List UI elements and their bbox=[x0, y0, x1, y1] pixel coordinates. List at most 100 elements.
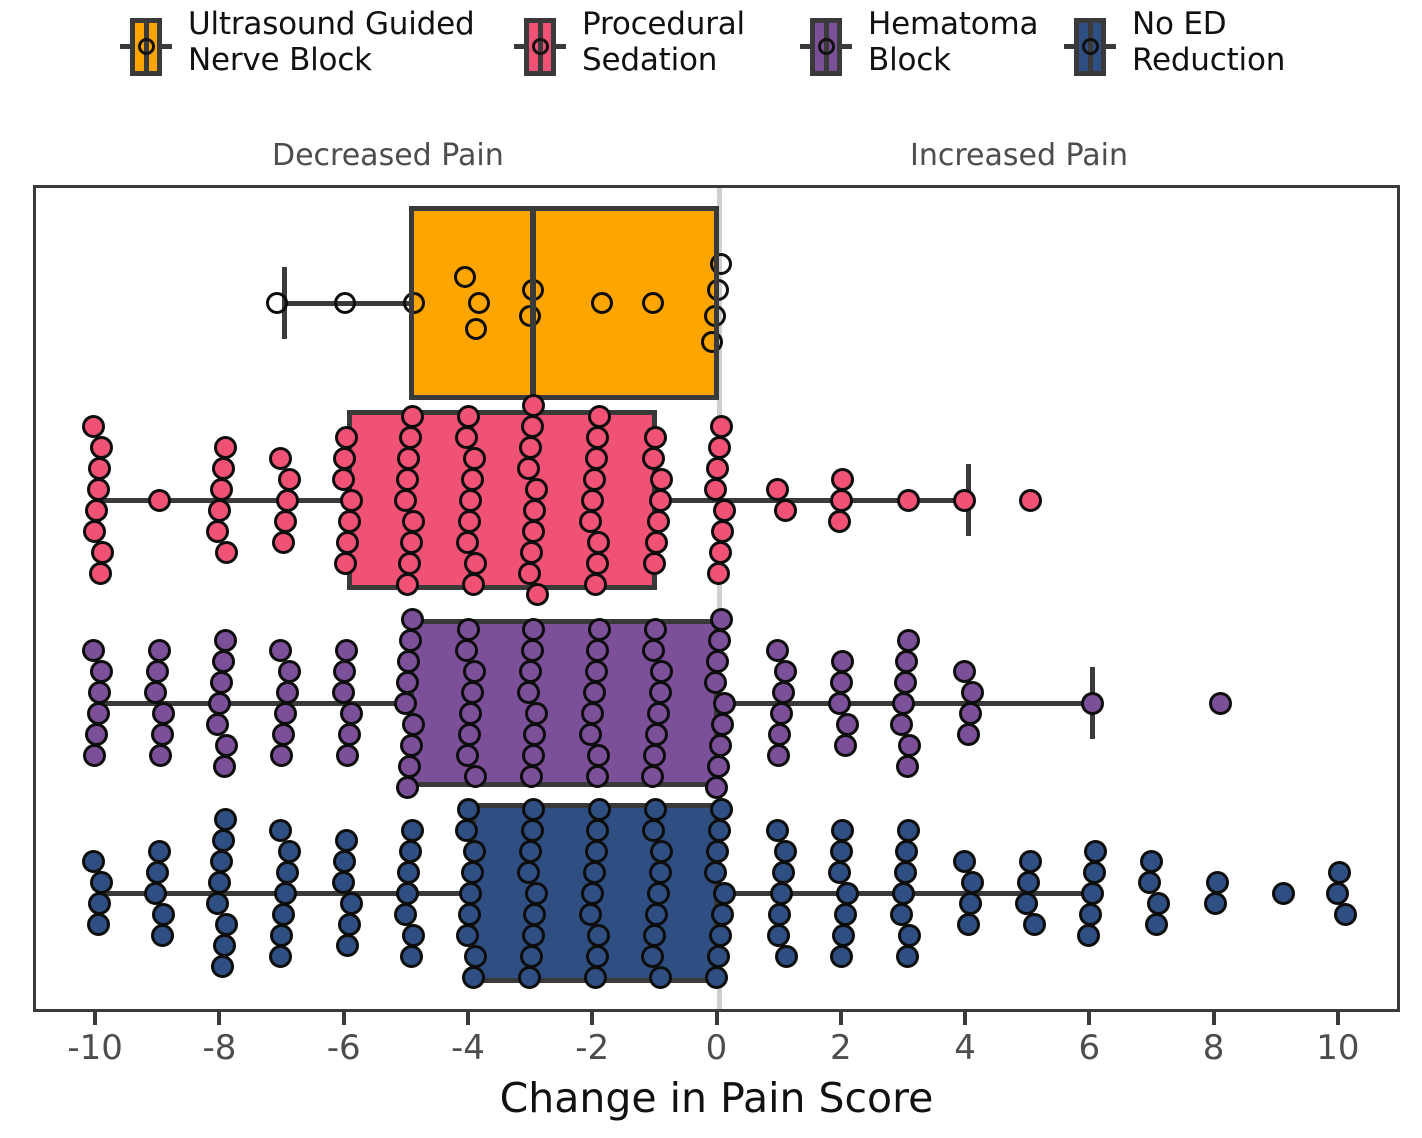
data-point bbox=[644, 797, 668, 821]
data-point bbox=[588, 404, 612, 428]
data-point bbox=[521, 923, 545, 947]
data-point bbox=[90, 660, 114, 683]
x-tick-label: -4 bbox=[451, 1028, 485, 1068]
data-point bbox=[641, 944, 665, 968]
legend-item-1[interactable]: Procedural Sedation bbox=[512, 6, 745, 84]
data-point bbox=[831, 649, 855, 673]
data-point bbox=[708, 923, 732, 947]
data-point bbox=[644, 530, 668, 554]
data-point bbox=[400, 733, 424, 757]
data-point bbox=[771, 681, 795, 704]
data-point bbox=[339, 488, 363, 512]
legend-item-2[interactable]: Hematoma Block bbox=[798, 6, 1038, 84]
data-point bbox=[82, 850, 106, 873]
data-point bbox=[898, 923, 921, 947]
data-point bbox=[834, 733, 858, 757]
data-point bbox=[895, 839, 919, 863]
data-point bbox=[646, 702, 670, 725]
x-tick-label: 4 bbox=[954, 1028, 976, 1068]
x-tick-mark bbox=[1211, 1012, 1216, 1025]
data-point bbox=[1080, 881, 1104, 905]
data-point bbox=[335, 639, 359, 662]
data-point bbox=[401, 509, 425, 533]
data-point bbox=[467, 292, 490, 314]
data-point bbox=[952, 488, 976, 512]
data-point bbox=[829, 839, 853, 863]
data-point bbox=[210, 670, 233, 694]
x-tick-label: -6 bbox=[326, 1028, 361, 1068]
data-point bbox=[959, 702, 983, 725]
data-point bbox=[144, 881, 168, 905]
data-point bbox=[582, 467, 606, 491]
data-point bbox=[707, 562, 731, 585]
data-point bbox=[331, 467, 355, 491]
data-point bbox=[891, 881, 915, 905]
data-point bbox=[644, 618, 668, 641]
data-point bbox=[91, 541, 115, 564]
data-point bbox=[648, 488, 672, 512]
data-point bbox=[150, 723, 174, 746]
data-point bbox=[84, 723, 108, 746]
chart-legend: Ultrasound Guided Nerve Block Procedural … bbox=[0, 6, 1422, 116]
data-point bbox=[710, 253, 733, 275]
data-point bbox=[272, 530, 296, 554]
legend-item-label: No ED Reduction bbox=[1132, 6, 1286, 78]
data-point bbox=[768, 723, 792, 746]
data-point bbox=[214, 541, 238, 564]
data-point bbox=[712, 691, 736, 715]
data-point bbox=[273, 509, 297, 533]
legend-boxplot-icon bbox=[118, 6, 174, 84]
data-point bbox=[518, 305, 541, 327]
data-point bbox=[835, 881, 859, 905]
data-point bbox=[333, 660, 357, 683]
data-point bbox=[827, 860, 851, 884]
data-point bbox=[331, 681, 355, 704]
data-point bbox=[704, 670, 728, 694]
data-point bbox=[214, 913, 238, 936]
data-point bbox=[957, 723, 981, 746]
data-point bbox=[1138, 871, 1162, 894]
data-point bbox=[710, 902, 734, 926]
x-tick-mark bbox=[838, 1012, 843, 1025]
legend-item-3[interactable]: No ED Reduction bbox=[1062, 6, 1285, 84]
data-point bbox=[82, 415, 106, 438]
data-point bbox=[773, 660, 797, 683]
data-point bbox=[148, 744, 172, 767]
data-point bbox=[952, 660, 976, 683]
plot-area bbox=[36, 188, 1397, 1009]
data-point bbox=[708, 541, 732, 564]
data-point bbox=[644, 902, 668, 926]
data-point bbox=[147, 488, 171, 512]
data-point bbox=[146, 860, 170, 884]
data-point bbox=[706, 457, 730, 480]
x-tick-mark bbox=[590, 1012, 595, 1025]
plot-panel bbox=[33, 185, 1400, 1012]
annotation-increased-pain: Increased Pain bbox=[910, 138, 1129, 173]
data-point bbox=[895, 649, 919, 673]
data-point bbox=[708, 436, 731, 459]
data-point bbox=[393, 691, 417, 715]
data-point bbox=[400, 530, 424, 554]
data-point bbox=[1204, 892, 1228, 915]
data-point bbox=[766, 744, 790, 767]
data-point bbox=[586, 818, 610, 842]
data-point bbox=[213, 808, 237, 831]
data-point bbox=[590, 292, 613, 314]
data-point bbox=[334, 292, 357, 314]
median-line bbox=[530, 206, 537, 400]
data-point bbox=[395, 467, 419, 491]
legend-item-label: Procedural Sedation bbox=[582, 6, 745, 78]
data-point bbox=[396, 775, 420, 799]
data-point bbox=[337, 509, 361, 533]
data-point bbox=[269, 639, 293, 662]
data-point bbox=[827, 691, 851, 715]
data-point bbox=[1327, 860, 1351, 884]
data-point bbox=[770, 702, 794, 725]
legend-boxplot-icon bbox=[1062, 6, 1118, 84]
data-point bbox=[400, 404, 424, 428]
legend-item-0[interactable]: Ultrasound Guided Nerve Block bbox=[118, 6, 475, 84]
data-point bbox=[83, 744, 107, 767]
data-point bbox=[212, 754, 236, 778]
data-point bbox=[898, 733, 921, 757]
data-point bbox=[961, 871, 985, 894]
